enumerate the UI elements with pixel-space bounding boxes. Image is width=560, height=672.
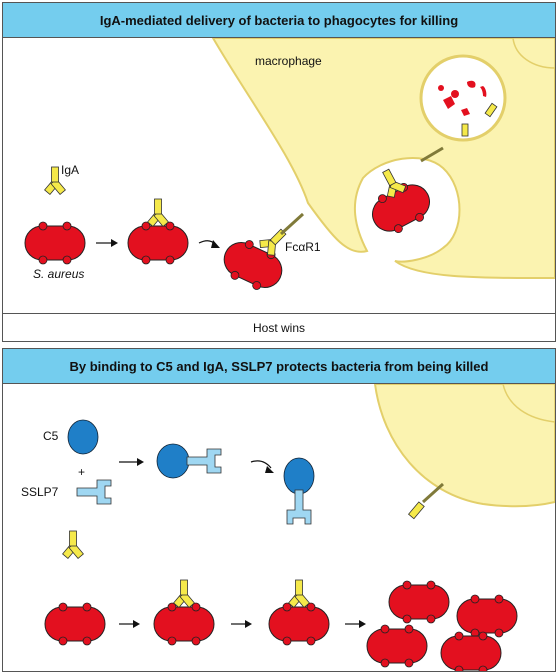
arrow-icon	[119, 458, 144, 466]
panel-sslp7-protection: By binding to C5 and IgA, SSLP7 protects…	[2, 348, 556, 672]
arrow-icon	[119, 620, 140, 628]
c5-sslp7-bound-complex	[283, 457, 315, 525]
bacterium-2	[127, 198, 189, 265]
panel-title-bottom: By binding to C5 and IgA, SSLP7 protects…	[3, 349, 555, 384]
fcar1-receptor-icon	[420, 146, 444, 163]
free-iga-fragment-icon	[407, 501, 425, 520]
engulfed-bacterium	[372, 165, 430, 234]
arrow-icon	[198, 240, 220, 248]
panel-title-top: IgA-mediated delivery of bacteria to pha…	[3, 3, 555, 38]
macrophage-cell	[373, 384, 555, 508]
c5-sslp7-complex	[156, 443, 222, 479]
fcar1-receptor-icon	[279, 212, 305, 236]
sslp7-label: SSLP7	[21, 485, 59, 499]
bacterium-2	[153, 579, 215, 646]
macrophage-label: macrophage	[255, 54, 322, 68]
arrow-icon	[345, 620, 366, 628]
s-aureus-label: S. aureus	[33, 267, 84, 281]
free-iga-icon	[62, 530, 84, 559]
surviving-bacterium	[366, 624, 428, 668]
fcar1-label: FcαR1	[285, 240, 321, 254]
iga-delivery-diagram: macrophage IgA	[24, 38, 555, 290]
fcar1-receptor-icon	[421, 482, 445, 504]
bacterium-3	[223, 223, 292, 290]
c5-label: C5	[43, 429, 59, 443]
bacterium-1	[44, 602, 106, 646]
arrow-icon	[231, 620, 252, 628]
panel-iga-delivery: IgA-mediated delivery of bacteria to pha…	[2, 2, 556, 342]
c5-icon	[67, 419, 99, 455]
arrow-icon	[250, 460, 274, 473]
bacterium-3	[268, 579, 330, 646]
bacterium-1	[24, 221, 86, 265]
sslp7-icon	[76, 479, 112, 505]
surviving-bacterium	[440, 631, 502, 671]
sslp7-protection-diagram: C5 + SSLP7	[21, 384, 555, 671]
phagolysosome	[419, 54, 507, 142]
plus-sign: +	[78, 465, 85, 479]
surviving-bacterium	[456, 594, 518, 638]
outcome-host-wins: Host wins	[3, 313, 555, 341]
arrow-icon	[96, 239, 118, 247]
iga-label: IgA	[61, 163, 79, 177]
surviving-bacterium	[388, 580, 450, 624]
